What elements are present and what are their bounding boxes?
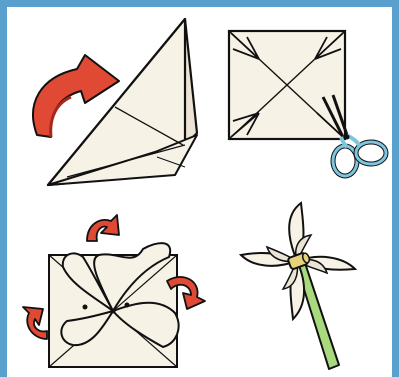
step-4-finished-pinwheel xyxy=(207,197,392,377)
cut-square-illustration xyxy=(207,7,392,197)
instruction-panel xyxy=(7,7,392,377)
step-1-fold-diagonal xyxy=(7,7,207,197)
step-2-cut-diagonals xyxy=(207,7,392,197)
arrow-top-icon xyxy=(87,215,119,241)
pinwheel-illustration xyxy=(207,197,392,377)
fold-corners-illustration xyxy=(7,197,207,377)
fold-triangle-illustration xyxy=(7,7,207,197)
step-3-fold-corners xyxy=(7,197,207,377)
